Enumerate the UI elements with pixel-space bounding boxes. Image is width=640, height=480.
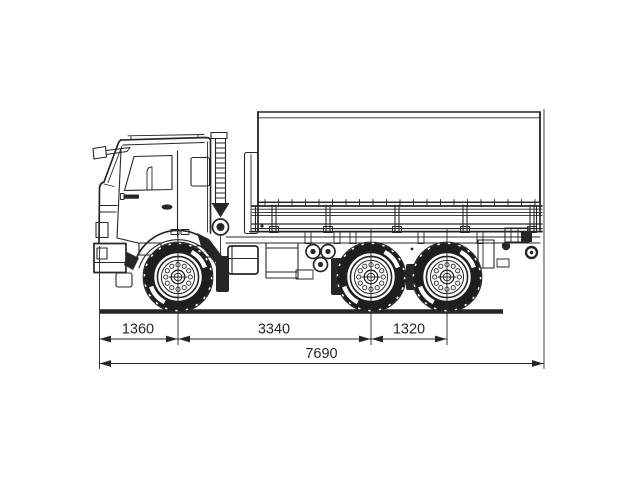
frame-hanger-4 <box>417 231 425 244</box>
front-marker-panel <box>95 221 109 239</box>
splash-guard-rear <box>197 233 225 262</box>
badge-bracket <box>120 193 125 200</box>
tow-coupling-pin <box>529 250 534 255</box>
fender-lamp-1 <box>170 229 180 235</box>
stake-foot-4 <box>460 226 470 233</box>
winch-pulley-hub <box>216 223 225 231</box>
dim-front-overhang: 1360 <box>99 322 178 343</box>
air-tank-2-cap <box>325 248 331 255</box>
exhaust-muffler <box>295 269 314 280</box>
rear-hook-small <box>501 241 511 251</box>
grille-lines <box>99 183 118 213</box>
roof-rack <box>127 134 205 141</box>
stack-rungs <box>215 142 226 199</box>
air-intake-stack <box>214 137 227 204</box>
extension-lines <box>99 109 545 369</box>
frame-hanger-1 <box>304 231 312 244</box>
air-tank-1-cap <box>310 248 316 255</box>
frame-hanger-5 <box>476 231 484 244</box>
fender-lamp-2 <box>180 229 190 235</box>
cab-roof-line <box>120 136 212 141</box>
dim-label-front-overhang: 1360 <box>122 322 154 338</box>
rear-latch-block <box>521 231 532 242</box>
roof-inner-line <box>122 141 205 146</box>
dim-wheelbase: 3340 <box>178 322 371 343</box>
dimension-annotations: 1360 3340 1320 7690 <box>99 322 544 367</box>
brand-badge <box>123 194 139 199</box>
seat-through-window <box>146 166 153 191</box>
dim-label-overall-length: 7690 <box>305 346 337 362</box>
dim-label-bogie-spacing: 1320 <box>393 322 425 338</box>
splash-guard-front <box>124 252 139 270</box>
dim-bogie-spacing: 1320 <box>371 322 447 343</box>
rivet <box>410 247 414 251</box>
tow-step <box>115 272 133 288</box>
mirror-glass <box>92 145 108 160</box>
front-mudflap <box>216 256 229 292</box>
rear-side-window <box>190 156 211 187</box>
tarp-lacing-hooks <box>264 199 536 206</box>
board-stake-latches <box>271 204 535 232</box>
dim-label-wheelbase: 3340 <box>258 322 290 338</box>
door-handle <box>161 204 173 210</box>
door-window <box>123 154 173 192</box>
headlamp <box>96 247 108 260</box>
air-intake-cap <box>210 131 228 140</box>
tow-coupling-ring <box>524 245 539 260</box>
door-seams <box>116 149 179 239</box>
rear-bracket-ribs <box>510 227 519 243</box>
stack-arrow-shroud <box>211 203 230 218</box>
truck-cab <box>92 134 225 288</box>
windshield-edge <box>107 145 123 183</box>
dim-overall-length: 7690 <box>99 346 544 367</box>
bed-corner-posts <box>254 205 538 233</box>
a-pillar <box>103 139 122 183</box>
battery-box-lines <box>227 245 259 275</box>
stake-foot-1 <box>269 226 279 233</box>
stake-foot-2 <box>323 226 333 233</box>
mirror-arm <box>105 147 131 155</box>
air-tank-1 <box>305 243 321 260</box>
toolbox <box>265 242 299 279</box>
rear-mudflap <box>477 239 495 269</box>
tarpaulin <box>257 111 541 204</box>
cab-front-face <box>98 181 105 244</box>
bed-end-walls <box>257 111 541 233</box>
latch-handle-dot <box>260 224 264 228</box>
rear-step <box>496 258 510 268</box>
frame-hanger-2 <box>333 231 341 244</box>
board-planks <box>251 208 543 217</box>
frame-hanger-3 <box>349 231 357 244</box>
toolbox-lines <box>265 247 299 273</box>
air-tank-3 <box>312 256 329 273</box>
air-tank-2 <box>320 243 336 260</box>
stake-foot-3 <box>392 226 402 233</box>
cargo-bed <box>249 111 543 233</box>
rocker-line <box>116 237 139 244</box>
air-tank-3-cap <box>317 261 324 268</box>
